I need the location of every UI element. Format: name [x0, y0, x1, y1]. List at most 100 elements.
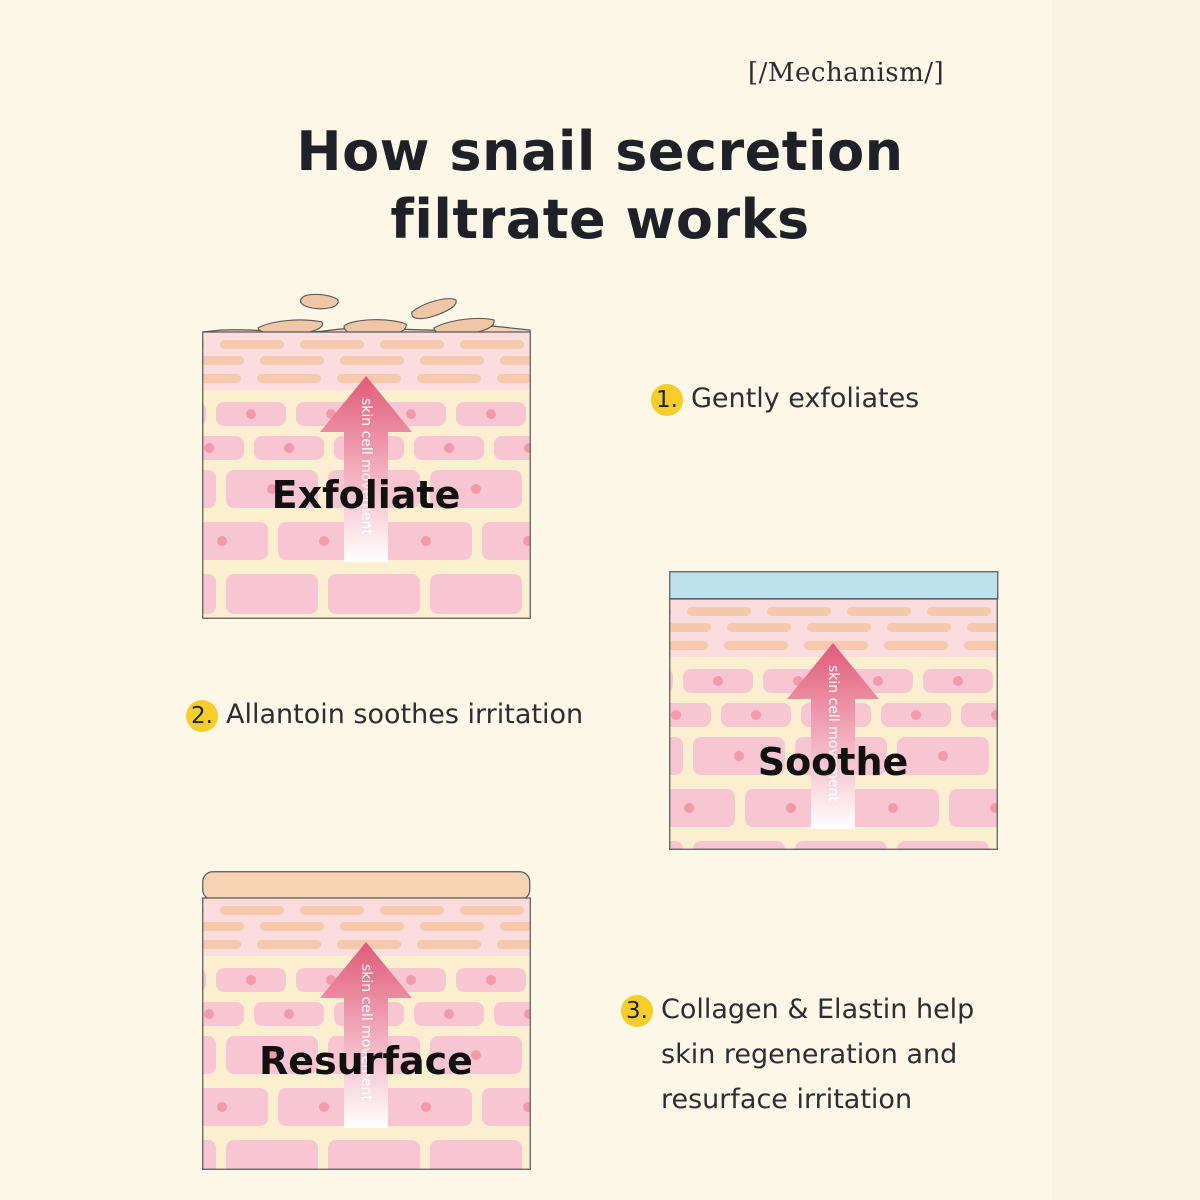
skin-strip [577, 374, 641, 383]
cell-nucleus [911, 710, 921, 720]
cell-nucleus [751, 710, 761, 720]
skin-strip [660, 922, 724, 931]
skin-strip [220, 906, 284, 915]
skin-strip [340, 922, 404, 931]
step-number-badge: 3. [621, 995, 653, 1027]
cell-nucleus [604, 443, 614, 453]
cell-nucleus [604, 1009, 614, 1019]
skin-cell [202, 1088, 268, 1126]
skin-strip [967, 623, 997, 632]
cell-nucleus [625, 536, 635, 546]
skin-strip [807, 623, 871, 632]
arrow-text: skin cell movement [358, 398, 374, 535]
skin-cell [226, 1140, 318, 1170]
skin-cell [532, 1036, 624, 1074]
skin-cell [202, 522, 268, 560]
skin-strip [620, 340, 684, 349]
cell-nucleus [166, 975, 176, 985]
skin-strip [420, 922, 484, 931]
step-text: skin regeneration and [661, 1039, 958, 1070]
skin-strip [724, 641, 788, 650]
cell-nucleus [1040, 751, 1050, 761]
skin-strip [669, 641, 708, 650]
skin-cell [541, 789, 633, 827]
skin-strip [380, 340, 444, 349]
cell-nucleus [124, 1009, 134, 1019]
skin-cell [693, 841, 785, 850]
cell-nucleus [406, 975, 416, 985]
skin-cell [584, 522, 676, 560]
cell-nucleus [471, 484, 481, 494]
step-number-badge: 1. [651, 384, 683, 416]
skin-strip [497, 374, 530, 383]
skin-strip [417, 940, 481, 949]
arrow-text: skin cell movement [825, 665, 841, 802]
skin-strip [260, 922, 324, 931]
cell-nucleus [591, 710, 601, 720]
cell-nucleus [524, 1009, 530, 1019]
diagram-outline [202, 331, 531, 619]
cell-nucleus [991, 710, 997, 720]
cell-nucleus [115, 536, 125, 546]
cell-nucleus [938, 751, 948, 761]
skin-cell [494, 436, 530, 460]
step-text: Allantoin soothes irritation [226, 699, 584, 730]
cell-nucleus [786, 803, 796, 813]
skin-cell [482, 522, 530, 560]
section-tag: [/Mechanism/] [748, 58, 945, 88]
skin-cell [202, 1036, 216, 1074]
skin-strip [257, 374, 321, 383]
cell-nucleus [486, 975, 496, 985]
cell-nucleus [267, 1050, 277, 1060]
cell-nucleus [523, 536, 530, 546]
skin-strip [202, 940, 241, 949]
cell-nucleus [953, 676, 963, 686]
skin-cell [532, 470, 624, 508]
skin-strip [500, 922, 530, 931]
skin-cell [949, 789, 997, 827]
skin-strip [540, 906, 604, 915]
skin-cell [574, 436, 644, 460]
skin-strip [497, 940, 530, 949]
skin-strip [337, 374, 401, 383]
cell-nucleus [267, 484, 277, 494]
skin-cell [430, 1140, 522, 1170]
skin-strip [577, 940, 641, 949]
cell-nucleus [573, 484, 583, 494]
skin-strip [300, 340, 364, 349]
skin-cell [482, 1088, 530, 1126]
skin-strip [884, 641, 948, 650]
skin-cell [94, 1002, 164, 1026]
cell-nucleus [165, 484, 175, 494]
side-strip [1052, 0, 1200, 1200]
skin-cell [536, 968, 606, 992]
skin-cell [897, 841, 989, 850]
skin-cell [328, 574, 420, 614]
skin-strip [202, 906, 204, 915]
skin-cell [202, 1002, 244, 1026]
skin-cell [669, 841, 683, 850]
cell-nucleus [684, 803, 694, 813]
cell-nucleus [115, 1102, 125, 1112]
cell-nucleus [713, 676, 723, 686]
cell-nucleus [990, 803, 997, 813]
cell-nucleus [204, 443, 214, 453]
skin-cell [494, 1002, 530, 1026]
skin-cell [795, 841, 887, 850]
cell-nucleus [204, 1009, 214, 1019]
cell-nucleus [165, 1050, 175, 1060]
skin-strip [620, 906, 684, 915]
step-text: Gently exfoliates [691, 383, 920, 414]
cell-nucleus [284, 1009, 294, 1019]
skin-strip [669, 607, 671, 616]
cell-nucleus [471, 1050, 481, 1060]
step-3: 3. Collagen & Elastin help skin regenera… [621, 993, 974, 1122]
cell-nucleus [217, 1102, 227, 1112]
skin-cell [226, 574, 318, 614]
cell-nucleus [632, 751, 642, 761]
cell-nucleus [582, 803, 592, 813]
